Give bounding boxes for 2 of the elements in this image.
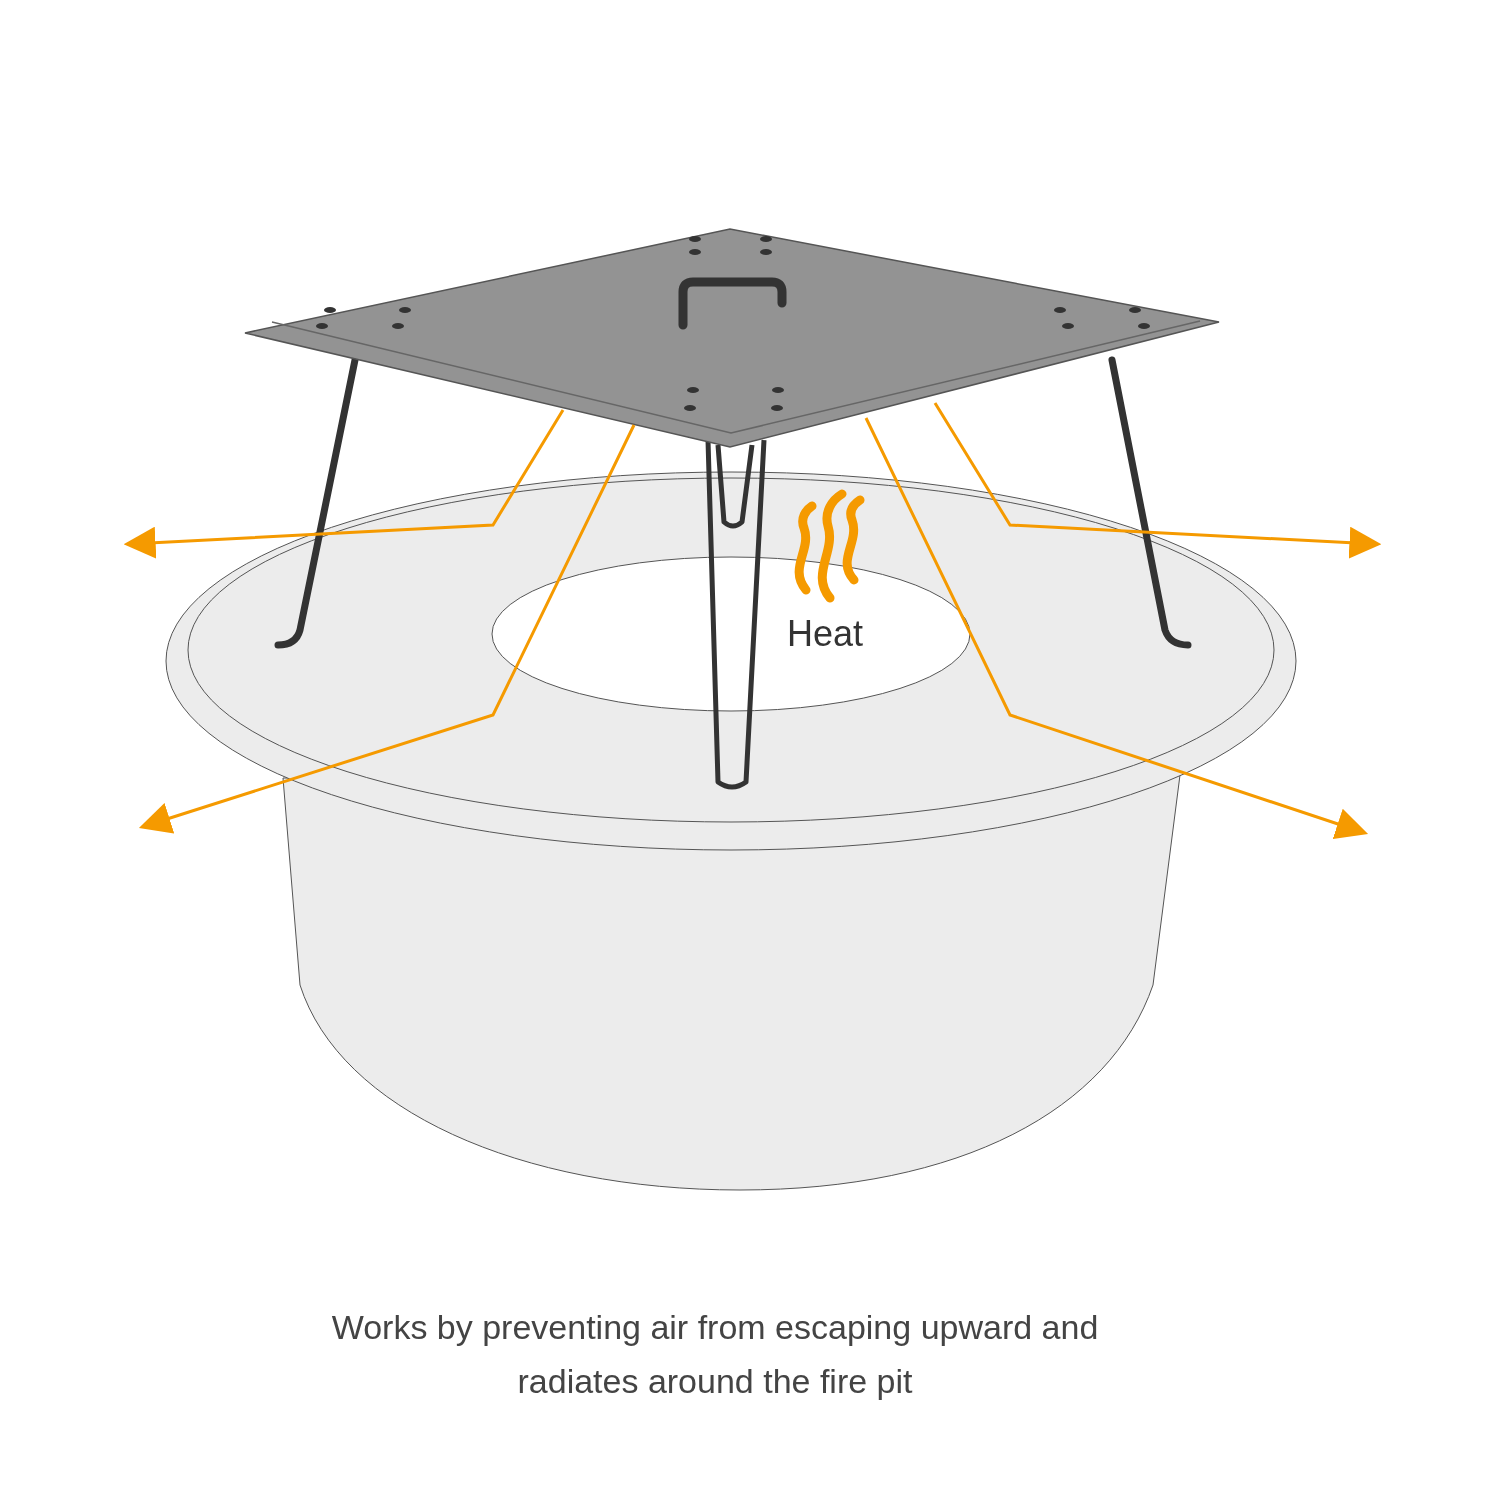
heat-label: Heat xyxy=(787,616,864,652)
caption: Works by preventing air from escaping upward and radiates around the fire pit xyxy=(330,1307,1100,1402)
